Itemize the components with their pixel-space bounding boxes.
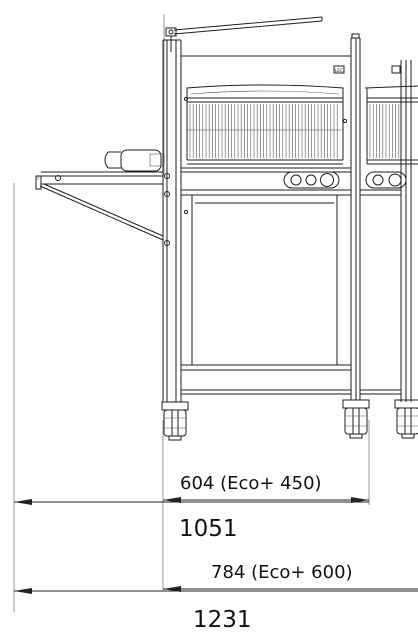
top-lever: [163, 14, 323, 175]
rear-blade-set: [369, 104, 400, 158]
dimension-lines: [13, 176, 418, 612]
machine-body: LEC: [162, 33, 361, 402]
bag-holder: [104, 149, 165, 172]
castor-wheels: [161, 399, 418, 441]
rear-unit: [360, 60, 418, 402]
dimension-label-outer-total: 1231: [193, 607, 252, 633]
side-table: [35, 171, 170, 246]
control-buttons: [283, 171, 340, 189]
castor-wheel: [342, 399, 370, 439]
dimension-label-inner-width: 604 (Eco+ 450): [180, 473, 322, 494]
brand-badge: LEC: [335, 68, 344, 74]
castor-wheel: [161, 401, 189, 441]
dimension-label-outer-width: 784 (Eco+ 600): [211, 562, 353, 583]
castor-wheel: [394, 399, 418, 439]
blade-set: [187, 104, 343, 158]
dimension-label-inner-total: 1051: [179, 516, 238, 542]
